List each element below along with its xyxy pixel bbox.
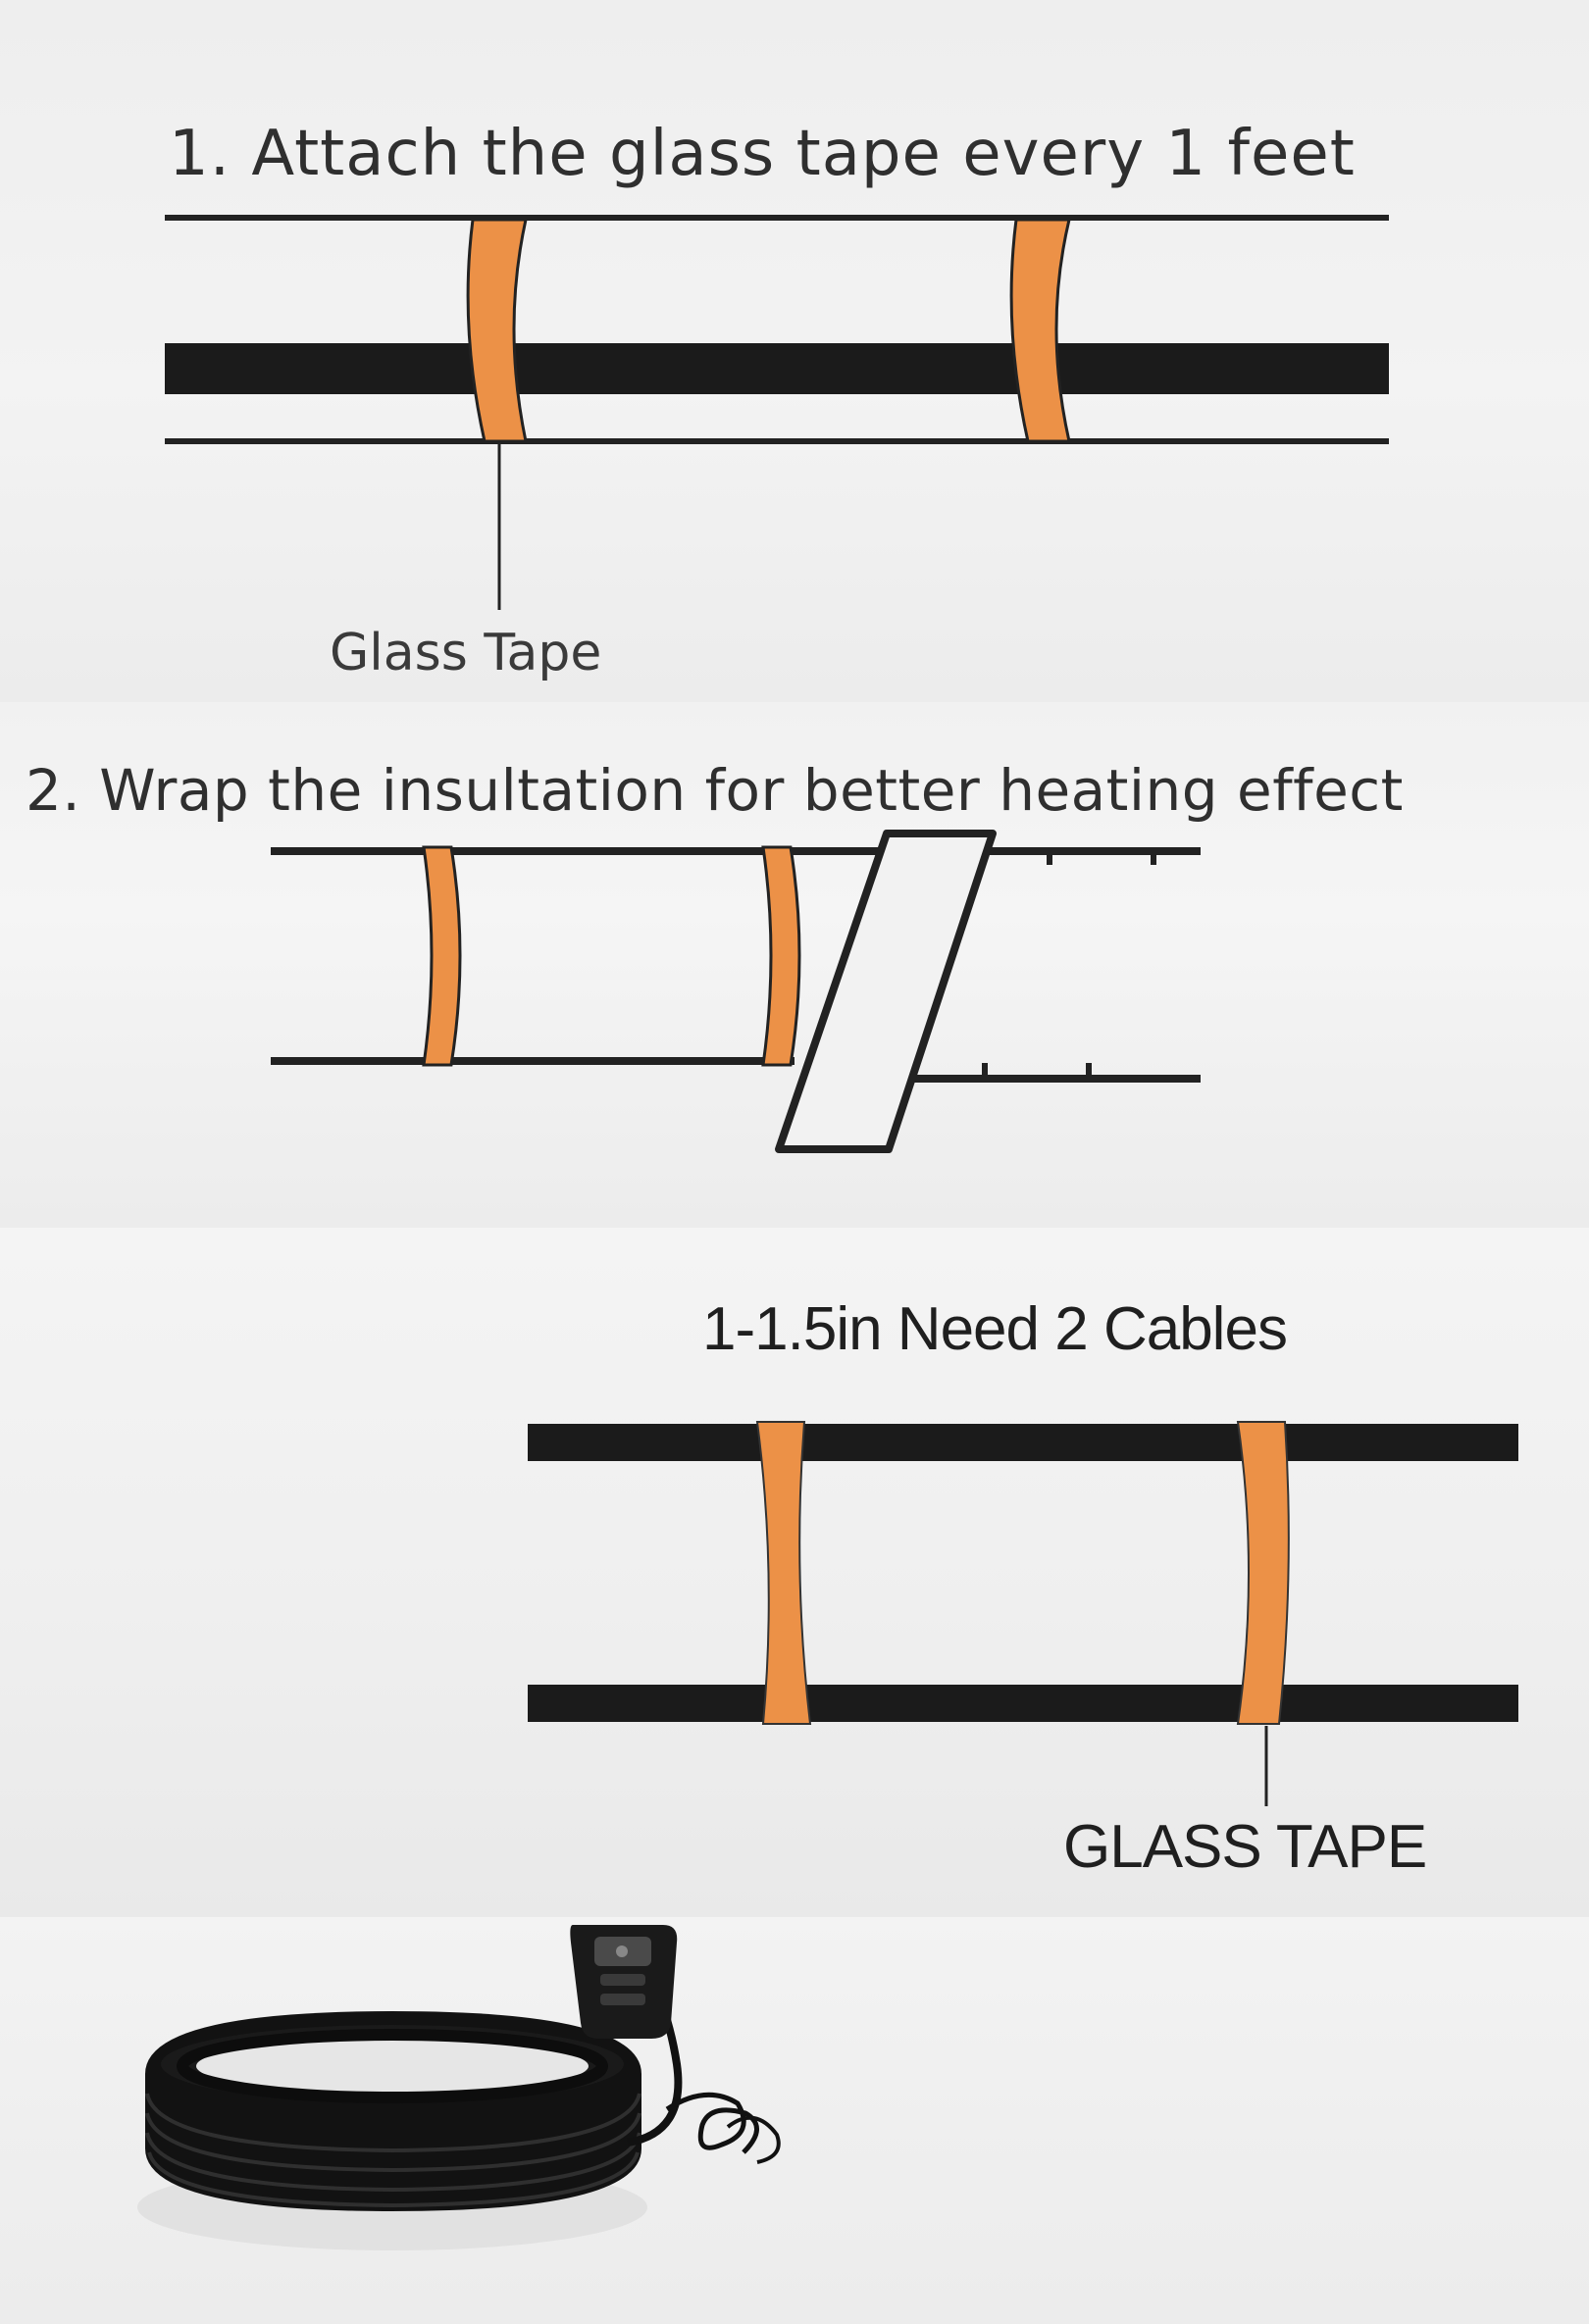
step-attach-panel: 1. Attach the glass tape every 1 feet Gl… xyxy=(0,0,1589,702)
step-wrap-panel: 2. Wrap the insultation for better heati… xyxy=(0,702,1589,1228)
insulation-wrap xyxy=(775,830,997,1153)
two-cables-panel: 1-1.5in Need 2 Cables GLASS TAPE xyxy=(0,1228,1589,1917)
glass-tape-strip xyxy=(1009,218,1071,443)
heating-cable-coil-icon xyxy=(137,1925,781,2250)
heating-cable xyxy=(165,343,1389,394)
wrap-diagram xyxy=(271,830,1201,1153)
glass-tape-strip xyxy=(761,845,801,1067)
step-2-heading: 2. Wrap the insultation for better heati… xyxy=(26,757,1404,824)
glass-tape-strip xyxy=(1236,1421,1290,1725)
product-panel xyxy=(0,1917,1589,2324)
glass-tape-label: GLASS TAPE xyxy=(1063,1813,1427,1881)
step-1-heading: 1. Attach the glass tape every 1 feet xyxy=(169,118,1356,190)
two-cables-heading: 1-1.5in Need 2 Cables xyxy=(702,1295,1288,1363)
glass-tape-label: Glass Tape xyxy=(330,624,602,682)
glass-tape-strip xyxy=(466,218,528,443)
heating-cable-top xyxy=(528,1424,1518,1461)
two-cables-diagram xyxy=(528,1421,1518,1806)
glass-tape-strip xyxy=(422,845,462,1067)
attach-diagram xyxy=(165,215,1389,610)
heating-cable-bottom xyxy=(528,1685,1518,1722)
glass-tape-strip xyxy=(755,1421,812,1725)
